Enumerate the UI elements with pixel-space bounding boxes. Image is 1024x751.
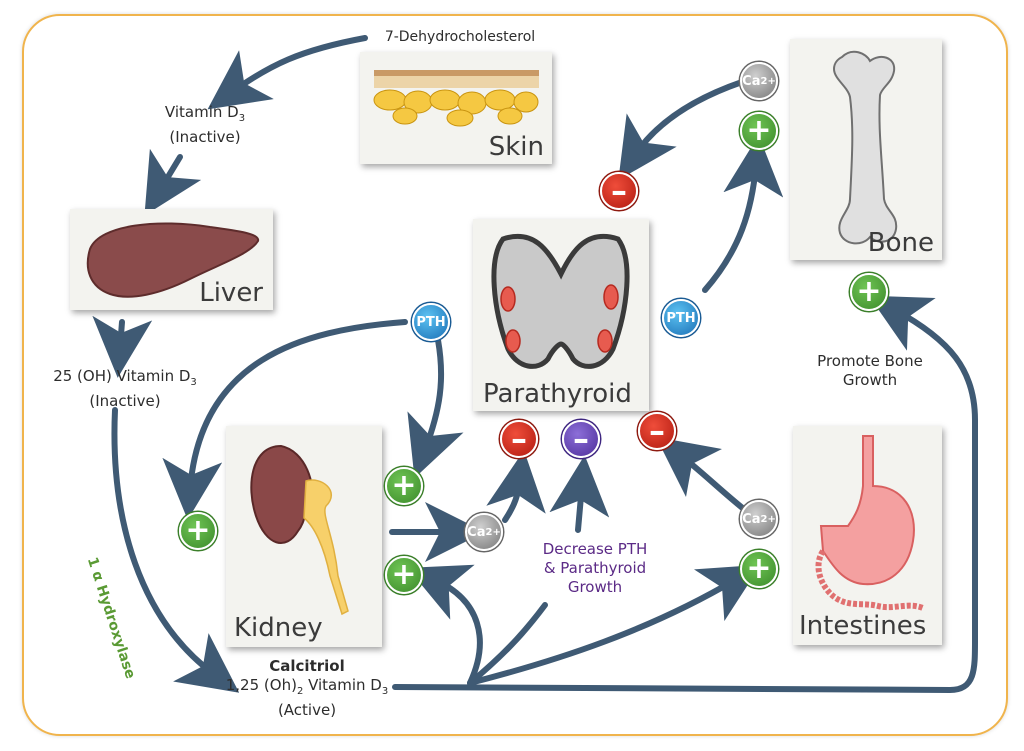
bone-card: Bone (790, 39, 942, 260)
arrow-pth-to-kidney-upper (407, 337, 464, 479)
arrow-25oh-to-calcitriol (111, 407, 240, 693)
kidney-card: Kidney (226, 426, 382, 647)
arrow-calcitriol-to-decrease (467, 602, 548, 686)
parathyroid-minus-right-badge: – (638, 412, 676, 450)
bone-minus-badge: – (600, 172, 638, 210)
parathyroid-card: Parathyroid (473, 219, 649, 411)
skin-card: Skin (360, 52, 552, 164)
bone-label: Bone (867, 228, 934, 258)
intestines-label: Intestines (799, 611, 927, 641)
intestine-plus-badge: + (740, 550, 778, 588)
kidney-icon (250, 444, 349, 616)
arrow-skin-to-vitd3 (207, 35, 368, 110)
parathyroid-minus-purple-badge: – (562, 420, 600, 458)
arrow-ca-to-minus (486, 450, 546, 523)
kidney-label: Kidney (234, 613, 323, 643)
dehydrocholesterol-text: 7-Dehydrocholesterol (384, 29, 536, 45)
bone-icon (832, 50, 898, 245)
promote-bone-growth-text: Promote Bone Growth (817, 352, 923, 389)
25oh-vitamin-d3-text: 25 (OH) Vitamin D3 (Inactive) (53, 367, 197, 410)
parathyroid-minus-left-badge: – (500, 420, 538, 458)
arrow-liver-to-25oh (92, 315, 153, 378)
intestines-card: Intestines (793, 426, 942, 645)
decrease-pth-text: Decrease PTH & Parathyroid Growth (542, 540, 648, 596)
bone-growth-plus-badge: + (850, 273, 888, 311)
arrow-calcitriol-to-intestine-plus (467, 564, 761, 686)
liver-card: Liver (70, 209, 273, 310)
arrow-calcitriol-to-bone (392, 295, 978, 694)
arrow-calcitriol-to-kidney-plus (407, 564, 483, 686)
calcitriol-text: Calcitriol 1,25 (Oh)2 Vitamin D3 (Active… (225, 657, 389, 719)
arrow-intestine-ca-to-minus (656, 436, 748, 513)
arrow-decrease-to-minus (549, 455, 610, 533)
kidney-upper-plus-badge: + (385, 467, 423, 505)
arrow-vitd3-to-liver (144, 148, 202, 216)
bone-plus-badge: + (740, 112, 778, 150)
skin-label: Skin (488, 132, 544, 162)
pth-left-badge: PTH (412, 303, 450, 341)
arrow-pth-to-kidney-plus (162, 319, 408, 520)
vitamin-d3-inactive-text: Vitamin D3 (Inactive) (164, 103, 246, 146)
kidney-left-plus-badge: + (179, 512, 217, 550)
skin-illustration (373, 70, 539, 127)
arrow-bone-ca-to-minus (618, 79, 745, 180)
parathyroid-label: Parathyroid (483, 379, 632, 409)
kidney-lower-plus-badge: + (385, 556, 423, 594)
pth-right-badge: PTH (662, 299, 700, 337)
arrow-pth-to-bone-plus (702, 135, 784, 293)
liver-icon (86, 222, 260, 298)
liver-label: Liver (199, 278, 263, 308)
parathyroid-icon (491, 233, 630, 369)
intestines-icon (815, 435, 925, 611)
